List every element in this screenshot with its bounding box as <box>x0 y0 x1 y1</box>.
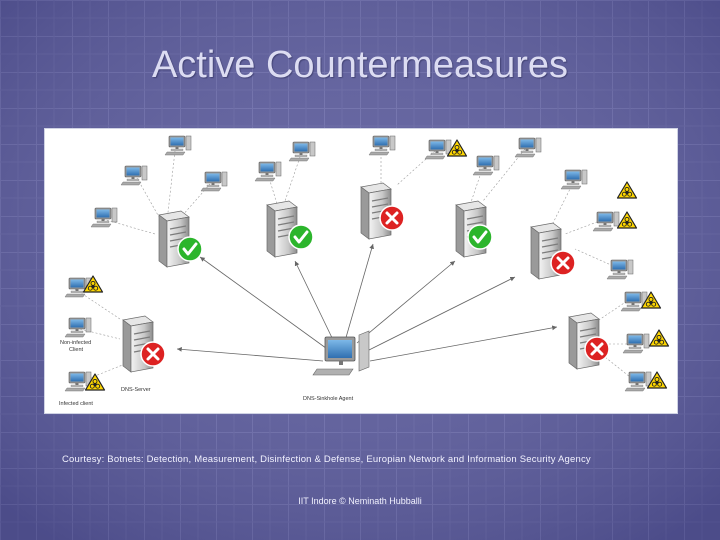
check-icon <box>176 235 204 263</box>
infected-client-label: Infected client <box>59 401 93 407</box>
diagram-svg: Non-infected Client DNS-Server Infected … <box>59 135 670 407</box>
dns-server-label: DNS-Server <box>121 387 151 393</box>
check-icon <box>287 223 315 251</box>
non-infected-label-2: Client <box>69 347 84 353</box>
check-icon <box>466 223 494 251</box>
non-infected-label: Non-infected <box>60 340 91 346</box>
sinkhole-arrows <box>176 243 558 362</box>
sinkhole-agent-label: DNS-Sinkhole Agent <box>303 396 354 402</box>
sinkhole-agent-computer <box>312 330 370 376</box>
courtesy-note: Courtesy: Botnets: Detection, Measuremen… <box>62 454 591 465</box>
cross-icon <box>583 335 611 363</box>
cross-icon <box>549 249 577 277</box>
cross-icon <box>378 204 406 232</box>
cross-icon <box>139 340 167 368</box>
slide-footer: IIT Indore © Neminath Hubballi <box>298 496 422 506</box>
slide-title: Active Countermeasures <box>151 44 569 86</box>
network-diagram: Non-infected Client DNS-Server Infected … <box>44 128 678 414</box>
